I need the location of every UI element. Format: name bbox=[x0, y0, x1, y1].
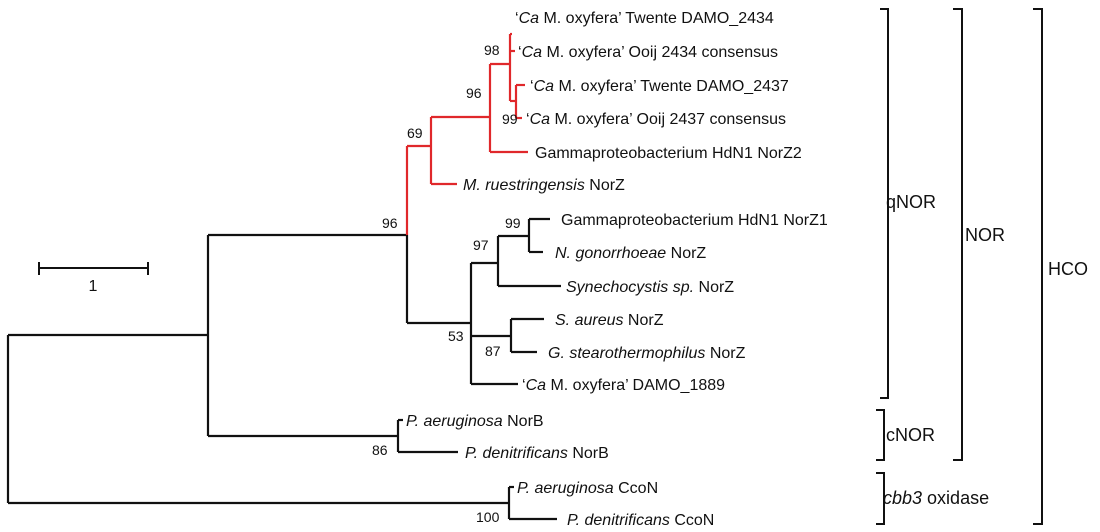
group-labels: qNOR NOR HCO cNOR cbb3 oxidase bbox=[883, 192, 1088, 508]
group-label-cnor: cNOR bbox=[886, 425, 935, 445]
leaf-label-hdn1-norz2: Gammaproteobacterium HdN1 NorZ2 bbox=[535, 145, 802, 162]
leaf-label-twente-2437: ‘Ca M. oxyfera’ Twente DAMO_2437 bbox=[530, 78, 789, 95]
bracket-cnor bbox=[876, 409, 885, 461]
leaf-label-m-ruestringensis: M. ruestringensis NorZ bbox=[463, 177, 625, 194]
leaf-label-synechocystis: Synechocystis sp. NorZ bbox=[566, 279, 734, 296]
tree-branches-black bbox=[6, 217, 561, 521]
bootstrap-97: 97 bbox=[473, 237, 489, 253]
bootstrap-96: 96 bbox=[382, 215, 398, 231]
bootstrap-87: 87 bbox=[485, 343, 501, 359]
leaf-label-s-aureus: S. aureus NorZ bbox=[555, 312, 664, 329]
leaf-label-p-aeruginosa-ccon: P. aeruginosa CcoN bbox=[517, 480, 658, 497]
scale-bar-label: 1 bbox=[89, 278, 98, 295]
group-label-hco: HCO bbox=[1048, 259, 1088, 279]
group-label-cbb3-oxidase: cbb3 oxidase bbox=[883, 488, 989, 508]
bracket-nor bbox=[953, 8, 963, 461]
tree-branches-red bbox=[405, 32, 528, 235]
bootstrap-99: 99 bbox=[505, 215, 521, 231]
group-label-nor: NOR bbox=[965, 225, 1005, 245]
leaf-label-ooij-2437: ‘Ca M. oxyfera’ Ooij 2437 consensus bbox=[526, 111, 786, 128]
leaf-label-twente-2434: ‘Ca M. oxyfera’ Twente DAMO_2434 bbox=[515, 10, 774, 27]
bootstrap-86: 86 bbox=[372, 442, 388, 458]
group-brackets bbox=[876, 8, 1043, 525]
leaf-label-hdn1-norz1: Gammaproteobacterium HdN1 NorZ1 bbox=[561, 212, 828, 229]
bracket-cbb3 bbox=[876, 472, 885, 525]
leaf-label-p-denitrificans-ccon: P. denitrificans CcoN bbox=[567, 512, 714, 529]
leaf-label-g-stearothermophilus: G. stearothermophilus NorZ bbox=[548, 345, 746, 362]
bracket-qnor bbox=[880, 8, 889, 399]
bootstrap-96-red: 96 bbox=[466, 85, 482, 101]
bootstrap-69: 69 bbox=[407, 125, 423, 141]
scale-bar bbox=[38, 262, 149, 275]
bootstrap-53: 53 bbox=[448, 328, 464, 344]
leaf-label-p-aeruginosa-norb: P. aeruginosa NorB bbox=[406, 413, 544, 430]
leaf-labels: ‘Ca M. oxyfera’ Twente DAMO_2434 ‘Ca M. … bbox=[406, 10, 828, 529]
leaf-label-p-denitrificans-norb: P. denitrificans NorB bbox=[465, 445, 609, 462]
leaf-label-ooij-2434: ‘Ca M. oxyfera’ Ooij 2434 consensus bbox=[518, 44, 778, 61]
leaf-label-damo-1889: ‘Ca M. oxyfera’ DAMO_1889 bbox=[522, 377, 725, 394]
leaf-label-n-gonorrhoeae: N. gonorrhoeae NorZ bbox=[555, 245, 706, 262]
bootstrap-100: 100 bbox=[476, 509, 500, 525]
bootstrap-99-red: 99 bbox=[502, 111, 518, 127]
group-label-qnor: qNOR bbox=[886, 192, 936, 212]
bootstrap-98: 98 bbox=[484, 42, 500, 58]
bootstrap-values: 98 99 96 69 96 99 97 53 87 86 100 bbox=[372, 42, 521, 525]
bracket-hco bbox=[1033, 8, 1043, 525]
